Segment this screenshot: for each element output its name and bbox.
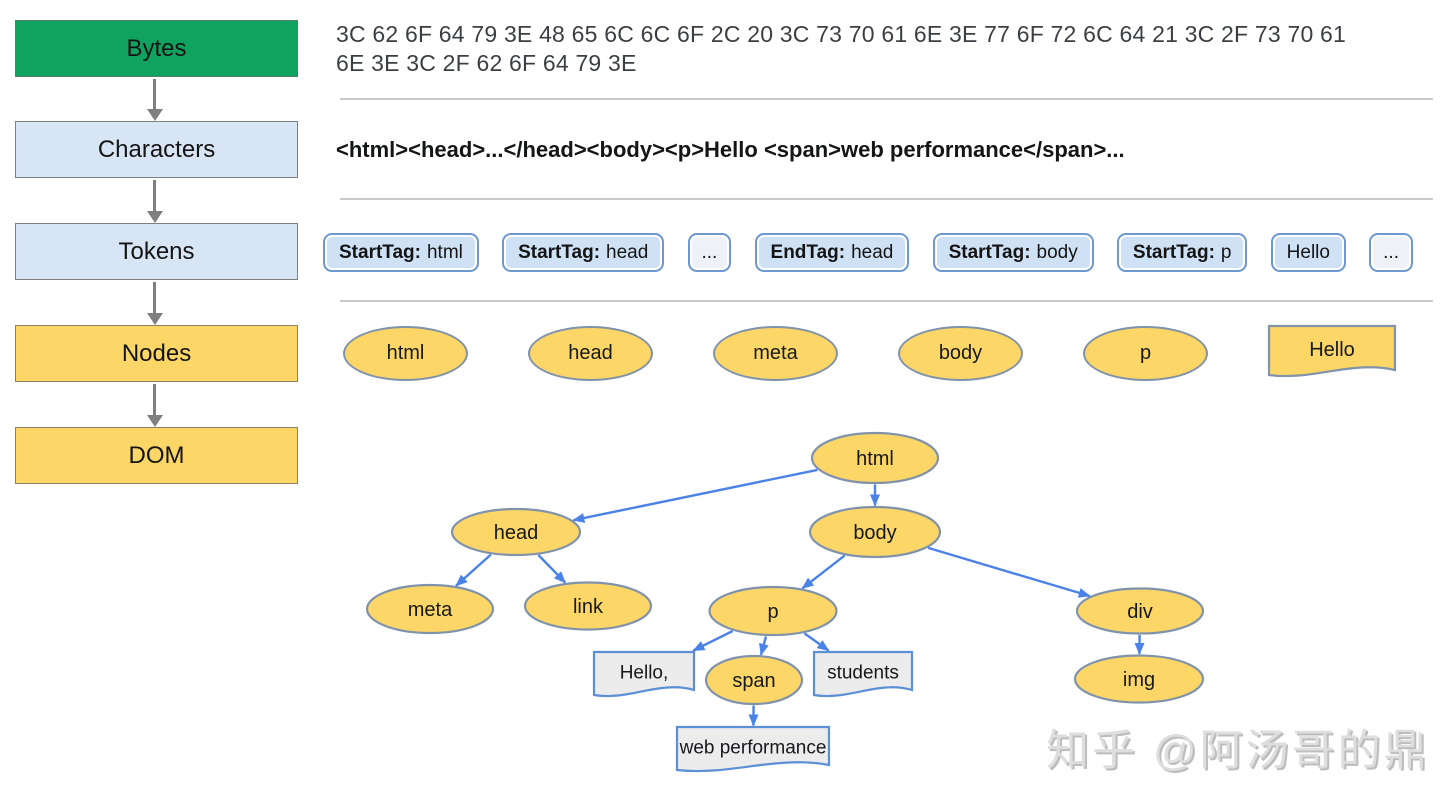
tokens-row: StartTag:html StartTag:head... EndTag:head…	[323, 233, 1413, 272]
node-html: html	[343, 325, 468, 381]
token-starttag-head: StartTag:head	[502, 233, 665, 272]
dom-tree-node-hello: Hello,	[592, 650, 696, 698]
dom-tree-node-link: link	[523, 581, 653, 631]
svg-text:web performance: web performance	[679, 738, 827, 759]
stage-label: DOM	[128, 441, 185, 469]
flow-arrow-icon	[146, 282, 163, 325]
nodes-row: html head meta body p Hello	[343, 324, 1397, 382]
svg-text:p: p	[767, 601, 778, 623]
svg-text:img: img	[1123, 669, 1155, 691]
node-head: head	[528, 325, 653, 381]
flow-arrow-icon	[146, 79, 163, 121]
svg-text:body: body	[853, 522, 896, 544]
svg-text:meta: meta	[408, 599, 453, 621]
svg-text:span: span	[732, 670, 775, 692]
stage-tokens: Tokens	[15, 223, 298, 280]
stage-characters: Characters	[15, 121, 298, 178]
watermark: 知乎 @阿汤哥的鼎	[1046, 727, 1430, 775]
divider	[340, 198, 1433, 200]
dom-tree-node-students: students	[812, 650, 914, 698]
node-hello: Hello	[1267, 324, 1397, 377]
svg-text:students: students	[827, 663, 899, 684]
token-ellipsis: ...	[1369, 233, 1413, 272]
bytes-hex-line-1: 3C 62 6F 64 79 3E 48 65 6C 6C 6F 2C 20 3…	[336, 21, 1347, 47]
svg-text:link: link	[573, 596, 604, 618]
stage-label: Characters	[97, 135, 216, 163]
dom-tree-edge-p-students	[803, 632, 830, 652]
dom-tree-node-body: body	[808, 505, 942, 559]
token-starttag-p: StartTag:p	[1116, 233, 1248, 272]
stage-dom: DOM	[15, 427, 298, 484]
dom-tree-node-meta: meta	[365, 583, 495, 635]
token-starttag-body: StartTag:body	[932, 233, 1094, 272]
svg-text:head: head	[494, 522, 539, 544]
svg-text:html: html	[856, 448, 894, 470]
svg-text:div: div	[1127, 601, 1153, 623]
dom-tree-node-head: head	[450, 507, 582, 557]
dom-tree-node-div: div	[1075, 587, 1205, 635]
dom-tree-edge-head-meta	[455, 553, 492, 587]
stage-nodes: Nodes	[15, 325, 298, 382]
node-p: p	[1083, 325, 1208, 381]
flow-arrow-icon	[146, 180, 163, 223]
token-starttag-html: StartTag:html	[323, 233, 479, 272]
token-hello: Hello	[1270, 233, 1346, 272]
token-ellipsis: ...	[687, 233, 732, 272]
token-endtag-head: EndTag:head	[754, 233, 910, 272]
dom-tree-node-p: p	[708, 585, 838, 637]
dom-tree-edge-body-p	[801, 554, 846, 590]
stage-bytes: Bytes	[15, 20, 298, 77]
svg-text:Hello: Hello	[1309, 339, 1355, 361]
svg-text:Hello,: Hello,	[620, 663, 669, 684]
dom-tree-edge-body-div	[927, 546, 1091, 598]
dom-tree-node-span: span	[704, 654, 804, 706]
dom-tree-node-html: html	[810, 431, 940, 485]
stage-label: Tokens	[118, 237, 195, 265]
dom-tree-node-webperf: web performance	[675, 725, 831, 773]
divider	[340, 98, 1433, 100]
stage-label: Bytes	[126, 34, 187, 62]
characters-markup-text: <html><head>...</head><body><p>Hello <sp…	[336, 137, 1125, 162]
divider	[340, 300, 1433, 302]
dom-tree-edge-p-span	[759, 636, 769, 656]
dom-tree-node-img: img	[1073, 654, 1205, 704]
node-meta: meta	[713, 325, 838, 381]
bytes-hex-line-2: 6E 3E 3C 2F 62 6F 64 79 3E	[336, 50, 637, 76]
stage-label: Nodes	[121, 339, 192, 367]
node-body: body	[898, 325, 1023, 381]
bytes-hex-text: 3C 62 6F 64 79 3E 48 65 6C 6C 6F 2C 20 3…	[336, 20, 1346, 78]
dom-tree-edge-head-link	[537, 554, 567, 584]
dom-tree-edge-p-hello	[692, 629, 734, 652]
dom-tree-edge-html-head	[572, 468, 818, 523]
flow-arrow-icon	[146, 384, 163, 427]
